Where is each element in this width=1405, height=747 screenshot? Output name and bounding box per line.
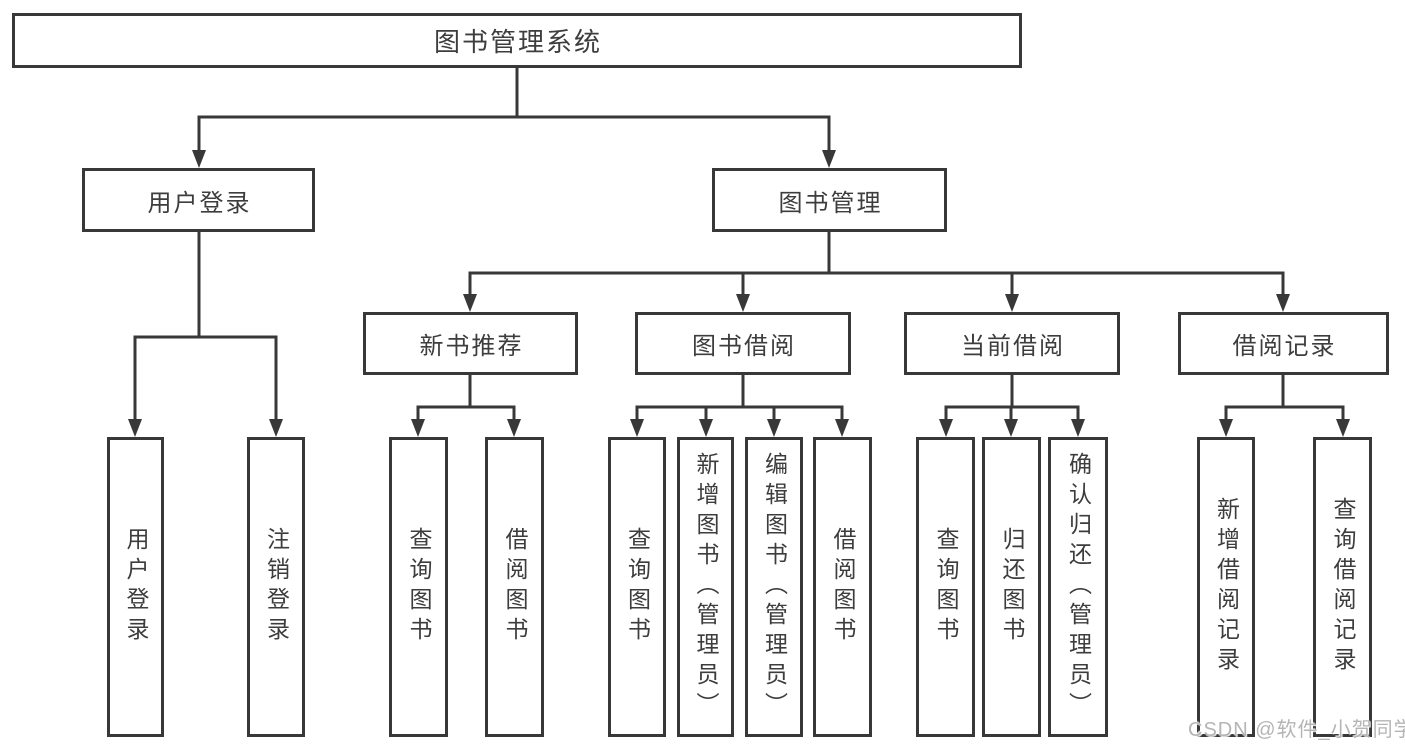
node-new-book-recommend: 新书推荐	[363, 312, 578, 375]
node-leaf-logout: 注销登录	[247, 437, 305, 737]
node-book-borrow: 图书借阅	[635, 312, 851, 375]
node-leaf-borrow-edit: 编辑图书（管理员）	[745, 437, 803, 737]
node-leaf-borrow-query: 查询图书	[608, 437, 666, 737]
leaf-label: 用户登录	[123, 527, 149, 647]
connector-newbooks-to-leaves	[411, 373, 521, 437]
connector-userlogin-to-leaves	[128, 230, 283, 437]
node-library-system: 图书管理系统	[12, 13, 1022, 68]
node-leaf-newbook-query: 查询图书	[389, 437, 448, 737]
leaf-label: 借阅图书	[502, 527, 528, 647]
leaf-label: 注销登录	[263, 527, 290, 647]
leaf-label: 确认归还（管理员）	[1065, 452, 1092, 722]
node-user-login: 用户登录	[82, 168, 315, 232]
node-borrow-records: 借阅记录	[1178, 312, 1389, 375]
node-current-borrow: 当前借阅	[904, 312, 1120, 375]
connector-root-to-level2	[192, 66, 836, 168]
node-leaf-current-confirm: 确认归还（管理员）	[1048, 437, 1108, 737]
leaf-label: 归还图书	[999, 527, 1025, 647]
connector-currentborrow-to-leaves	[939, 373, 1085, 437]
leaf-label: 查询图书	[624, 527, 651, 647]
csdn-watermark: CSDN @软件_小贺同学	[1188, 719, 1405, 741]
node-leaf-newbook-borrow: 借阅图书	[485, 437, 544, 737]
leaf-label: 新增图书（管理员）	[693, 452, 719, 722]
leaf-label: 新增借阅记录	[1213, 497, 1240, 677]
node-book-management: 图书管理	[712, 168, 947, 232]
node-leaf-records-add: 新增借阅记录	[1197, 437, 1255, 737]
node-leaf-current-query: 查询图书	[916, 437, 975, 737]
node-leaf-borrow-add: 新增图书（管理员）	[677, 437, 734, 737]
leaf-label: 借阅图书	[830, 527, 856, 647]
leaf-label: 查询借阅记录	[1330, 497, 1356, 677]
node-leaf-borrow-borrow: 借阅图书	[813, 437, 872, 737]
node-leaf-current-return: 归还图书	[982, 437, 1041, 737]
connector-bookborrow-to-leaves	[630, 373, 849, 437]
leaf-label: 查询图书	[933, 527, 959, 647]
connector-bookmgmt-to-level3	[463, 230, 1290, 312]
leaf-label: 查询图书	[406, 527, 432, 647]
node-leaf-user-login: 用户登录	[107, 437, 164, 737]
node-leaf-records-query: 查询借阅记录	[1313, 437, 1372, 737]
leaf-label: 编辑图书（管理员）	[761, 452, 788, 722]
connector-records-to-leaves	[1219, 373, 1350, 437]
